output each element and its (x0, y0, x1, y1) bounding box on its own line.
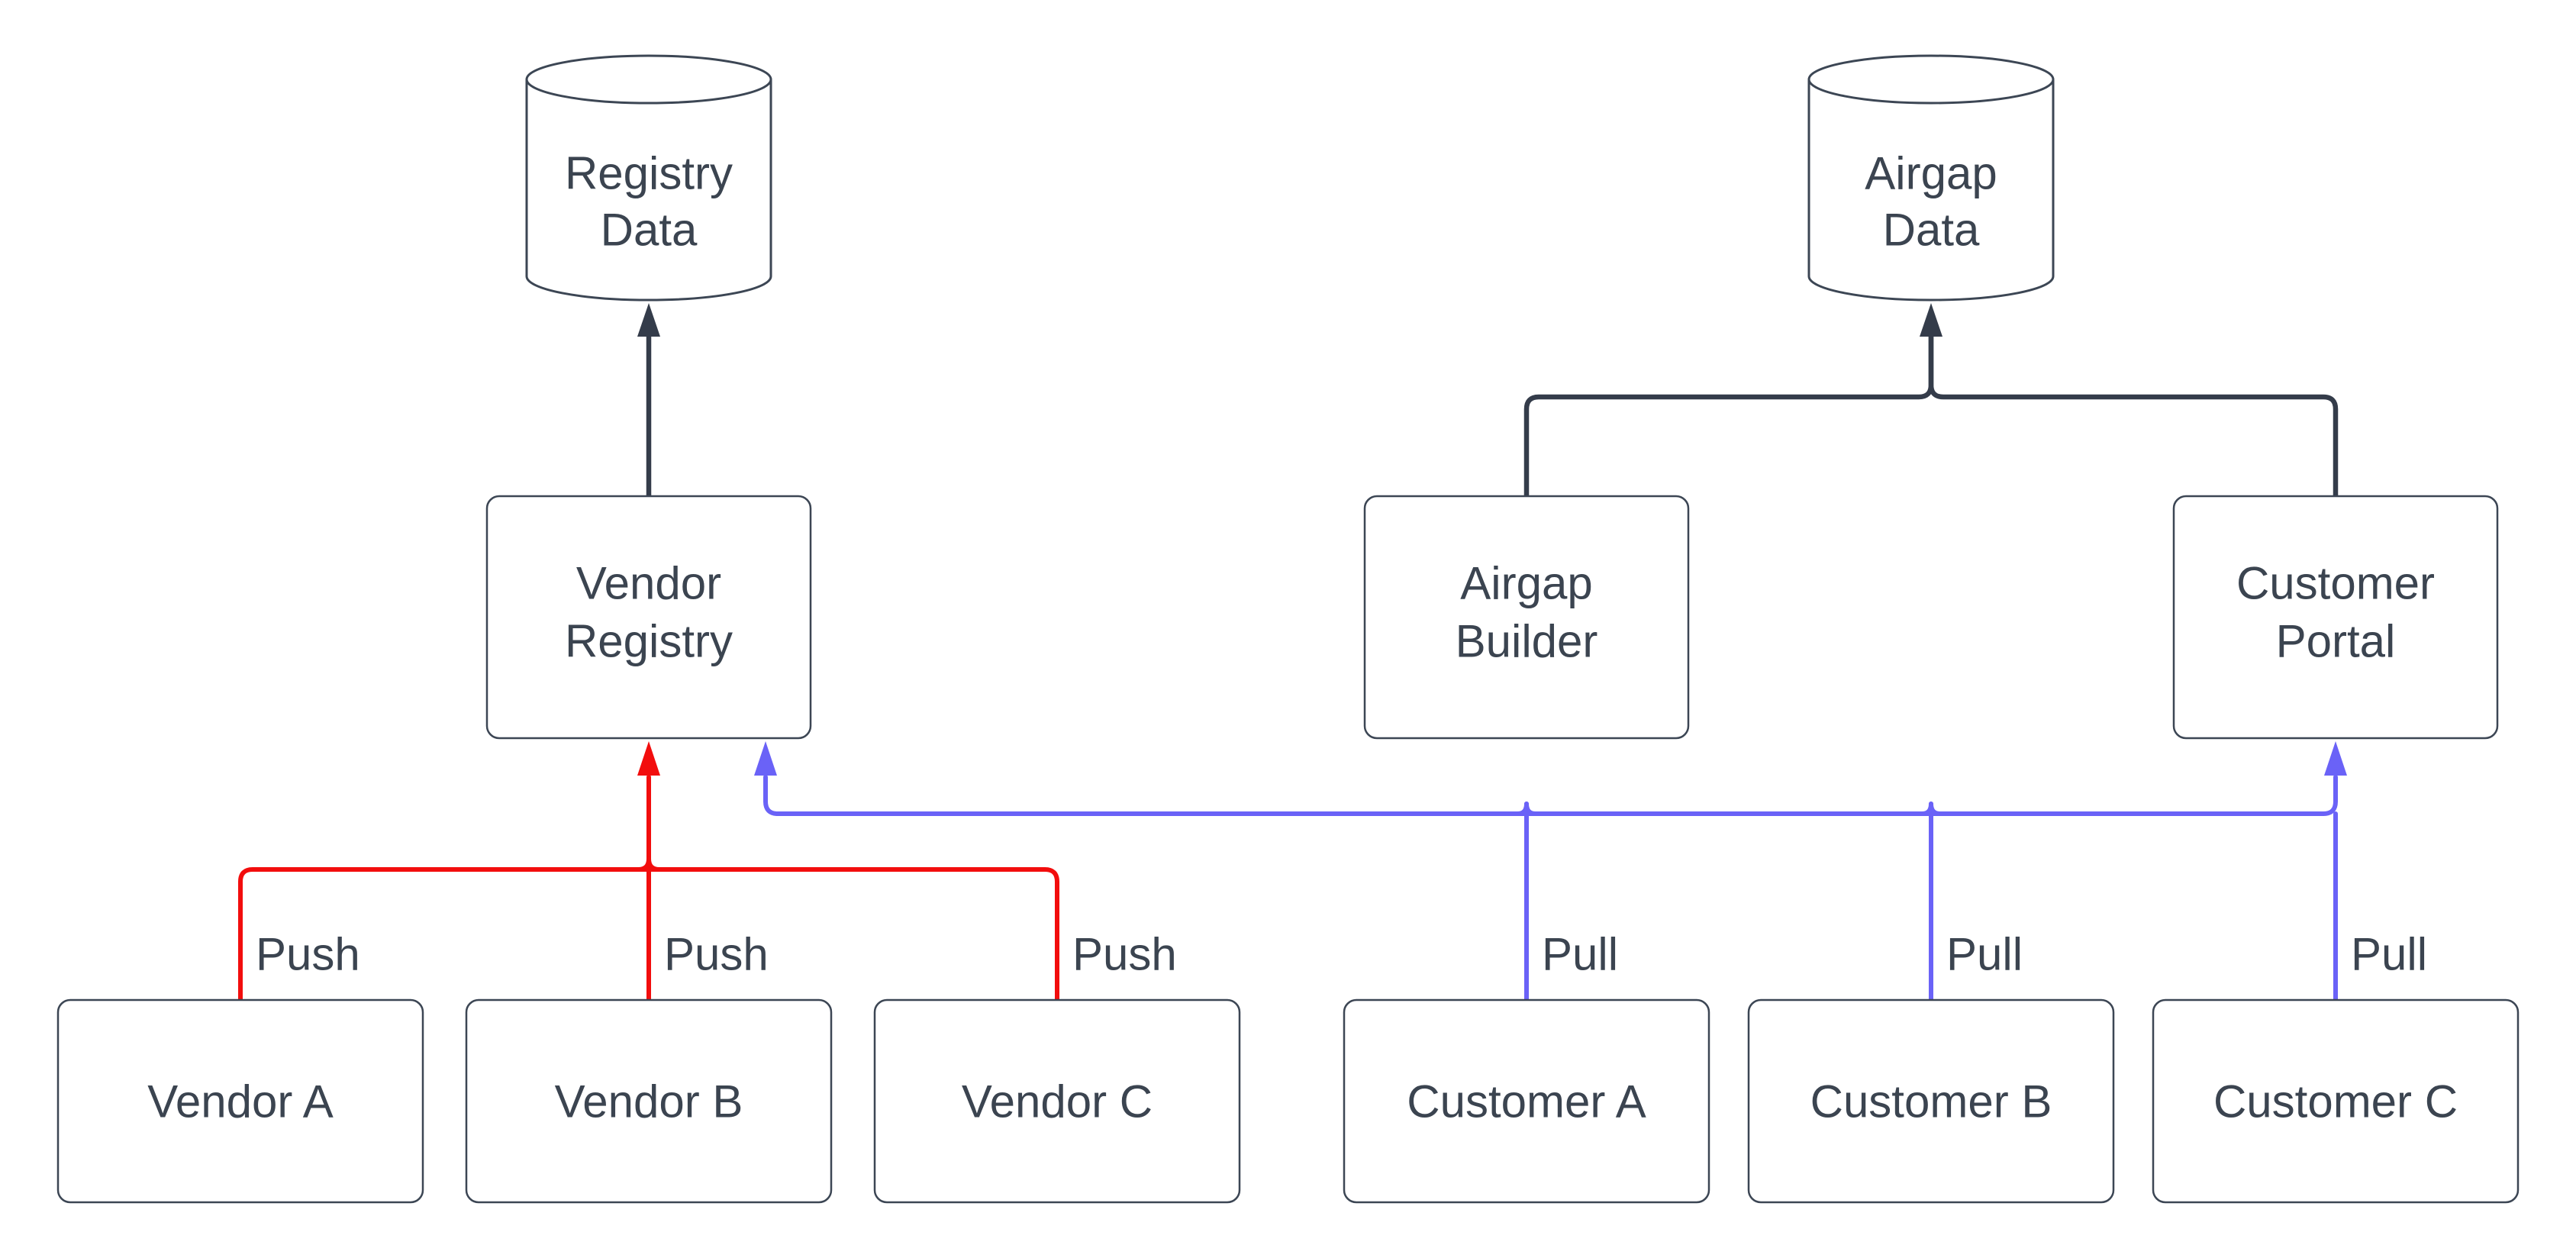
customer-a-label: Customer A (1407, 1076, 1646, 1127)
vendor-b-label: Vendor B (555, 1076, 743, 1127)
airgap-builder-label-line1: Airgap (1460, 558, 1592, 609)
dark-edges (637, 303, 2339, 499)
edge-airgap-builder-to-airgap-data (1523, 334, 1934, 499)
vendor-c-label: Vendor C (962, 1076, 1153, 1127)
customer-b-node: Customer B (1747, 998, 2115, 1204)
pull-edges (754, 741, 2347, 1002)
arrowhead-airgap-data (1920, 303, 1942, 337)
vendor-registry-label-line1: Vendor (576, 558, 721, 609)
vendor-registry-box (485, 495, 812, 740)
airgap-data-label-line2: Data (1883, 205, 1980, 256)
vendor-a-node: Vendor A (56, 998, 424, 1204)
customer-portal-label-line1: Customer (2236, 558, 2435, 609)
vendor-a-label: Vendor A (147, 1076, 334, 1127)
vendor-registry-node: Vendor Registry (485, 495, 812, 740)
customer-c-node: Customer C (2152, 998, 2520, 1204)
airgap-data-label-line1: Airgap (1865, 148, 1997, 199)
customer-a-box (1343, 998, 1710, 1204)
arrowhead-push-vendor-registry (637, 741, 660, 776)
push-label-vendor-a: Push (256, 929, 360, 980)
vendor-c-node: Vendor C (873, 998, 1241, 1204)
pull-label-customer-b: Pull (1946, 929, 2023, 980)
vendor-c-box (873, 998, 1241, 1204)
pull-label-customer-a: Pull (1542, 929, 1618, 980)
push-junction-fillet-right (646, 856, 662, 872)
customer-c-label: Customer C (2213, 1076, 2458, 1127)
airgap-data-cylinder: Airgap Data (1807, 54, 2055, 302)
pull-horizontal-bus (763, 775, 2338, 816)
vendor-b-box (465, 998, 833, 1204)
customer-c-box (2152, 998, 2520, 1204)
airgap-builder-node: Airgap Builder (1363, 495, 1690, 740)
arrowhead-registry-data (637, 303, 660, 337)
customer-b-box (1747, 998, 2115, 1204)
customer-portal-box (2172, 495, 2499, 740)
edge-customer-portal-to-airgap-data (1928, 334, 2339, 499)
airgap-data-cylinder-body (1807, 79, 2055, 302)
vendor-a-box (56, 998, 424, 1204)
edge-labels: Push Push Push Pull Pull Pull (256, 929, 2427, 980)
airgap-builder-label-line2: Builder (1456, 616, 1598, 667)
push-edges (238, 741, 1059, 1002)
registry-data-cylinder-body (525, 79, 772, 302)
registry-data-cylinder-top (525, 54, 772, 105)
push-label-vendor-b: Push (664, 929, 769, 980)
customer-portal-label-line2: Portal (2276, 616, 2396, 667)
registry-data-label-line1: Registry (565, 148, 733, 199)
pull-junction-fillet-b-right (1929, 802, 1942, 816)
customer-portal-node: Customer Portal (2172, 495, 2499, 740)
pull-label-customer-c: Pull (2351, 929, 2427, 980)
vendor-registry-label-line2: Registry (565, 616, 733, 667)
arrowhead-pull-vendor-registry (754, 741, 777, 776)
registry-data-cylinder: Registry Data (525, 54, 772, 302)
airgap-builder-box (1363, 495, 1690, 740)
vendor-b-node: Vendor B (465, 998, 833, 1204)
push-label-vendor-c: Push (1072, 929, 1177, 980)
registry-data-label-line2: Data (601, 205, 698, 256)
customer-b-label: Customer B (1810, 1076, 2052, 1127)
airgap-data-cylinder-top (1807, 54, 2055, 105)
customer-a-node: Customer A (1343, 998, 1710, 1204)
pull-junction-fillet-a-right (1524, 802, 1538, 816)
arrowhead-pull-customer-portal (2324, 741, 2347, 776)
